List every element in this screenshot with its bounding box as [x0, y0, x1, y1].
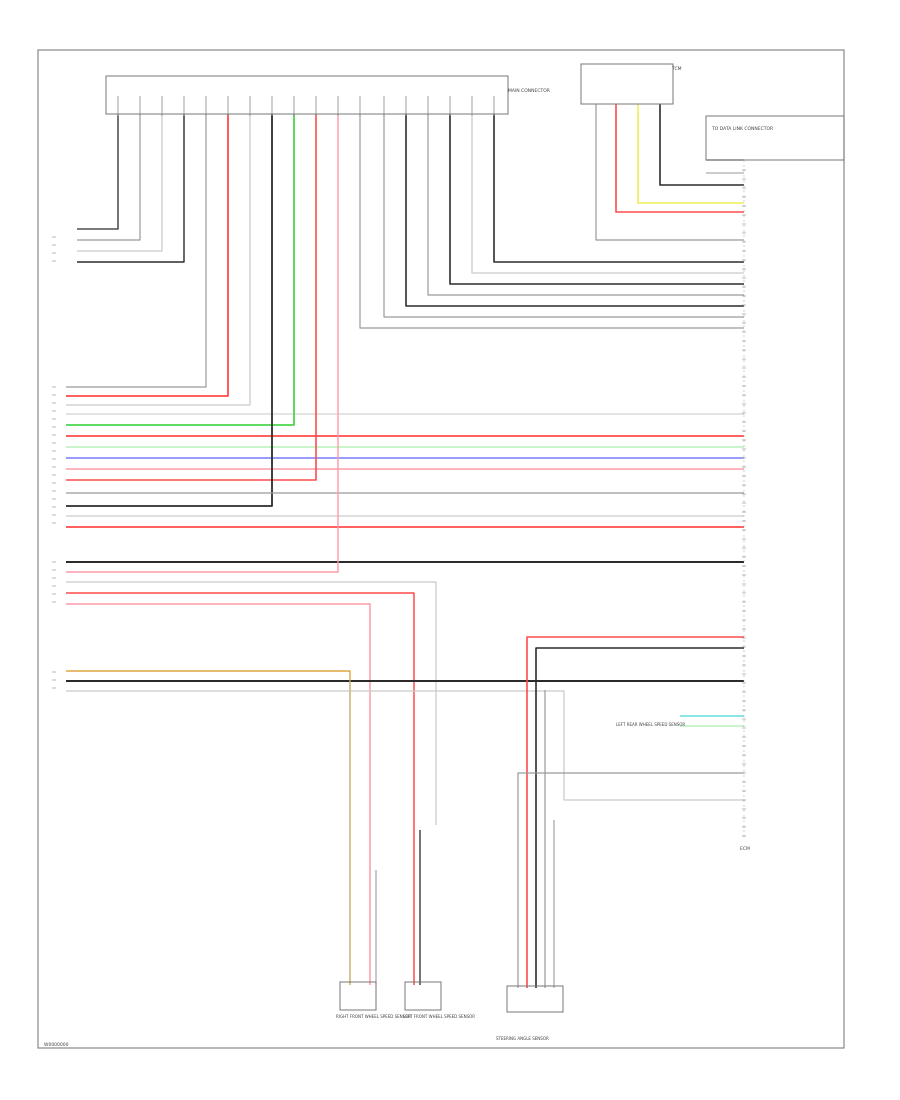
- label-ecm: ECM: [740, 846, 750, 852]
- wire-black: [493, 114, 744, 263]
- tcm-connector: [580, 63, 674, 105]
- wire-black: [449, 114, 744, 285]
- wire-light: [77, 114, 163, 252]
- label-main-connector: MAIN CONNECTOR: [508, 88, 550, 94]
- label-steering-sensor: STEERING ANGLE SENSOR: [496, 1036, 549, 1041]
- wire-black: [77, 114, 119, 230]
- label-to-data-link: TO DATA LINK CONNECTOR: [711, 126, 773, 132]
- wire-green: [66, 114, 295, 426]
- wire-gray: [595, 104, 744, 241]
- wire-red: [526, 636, 744, 988]
- connector-layer: [105, 63, 845, 1013]
- data-link-connector: [705, 115, 845, 161]
- wire-black: [77, 114, 185, 263]
- main-connector: [105, 75, 509, 115]
- pin-layer: [52, 96, 746, 840]
- wire-orange: [66, 670, 351, 985]
- left-front-sensor-connector: [404, 981, 442, 1011]
- wire-red: [615, 104, 744, 213]
- wire-black: [659, 104, 744, 186]
- label-left-front-sensor: LEFT FRONT WHEEL SPEED SENSOR: [403, 1014, 475, 1019]
- wire-gray: [66, 114, 207, 388]
- wire-gray: [77, 114, 141, 241]
- label-right-front-sensor: RIGHT FRONT WHEEL SPEED SENSOR: [336, 1014, 411, 1019]
- wire-light: [471, 114, 744, 274]
- wire-gray: [383, 114, 744, 318]
- wire-black: [66, 114, 273, 507]
- label-tcm: TCM: [671, 66, 682, 72]
- right-front-sensor-connector: [339, 981, 377, 1011]
- wire-pink: [66, 603, 371, 985]
- wire-red: [66, 114, 229, 397]
- diagram-frame: [37, 49, 845, 1049]
- wire-gray: [359, 114, 744, 329]
- label-left-wheel-sensor: LEFT REAR WHEEL SPEED SENSOR: [616, 722, 685, 727]
- wire-gray: [517, 772, 744, 988]
- wire-yellow: [637, 104, 744, 204]
- wire-red: [66, 114, 317, 481]
- wire-pink: [66, 114, 339, 573]
- wire-light: [66, 114, 251, 406]
- wire-black: [405, 114, 744, 307]
- steering-sensor-connector: [506, 985, 564, 1013]
- wire-light: [66, 690, 744, 801]
- wire-layer: [66, 104, 744, 988]
- wire-black: [535, 647, 744, 988]
- wire-light: [66, 581, 437, 825]
- wire-gray: [427, 114, 744, 296]
- wire-red: [66, 592, 415, 985]
- page-code: W0000000: [44, 1042, 69, 1048]
